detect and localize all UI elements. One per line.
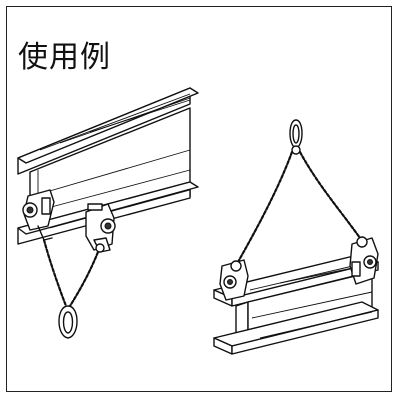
right-clamp-a: [219, 259, 249, 301]
master-link: [289, 119, 303, 149]
chain-leg-a: [236, 150, 294, 264]
left-illustration: [17, 87, 199, 339]
page-title: 使用例: [18, 40, 111, 75]
left-chain-sling: [42, 238, 100, 339]
master-link: [58, 305, 78, 339]
right-ibeam: [213, 253, 379, 355]
top-flange-edge: [17, 87, 199, 164]
chain-leg-b: [68, 250, 100, 308]
right-chain-sling: [236, 119, 362, 264]
right-clamp-b: [349, 236, 379, 285]
right-illustration: [213, 119, 379, 355]
top-flange-side: [231, 261, 379, 307]
left-clamp-a: [22, 189, 55, 241]
left-clamp-b: [85, 203, 116, 253]
